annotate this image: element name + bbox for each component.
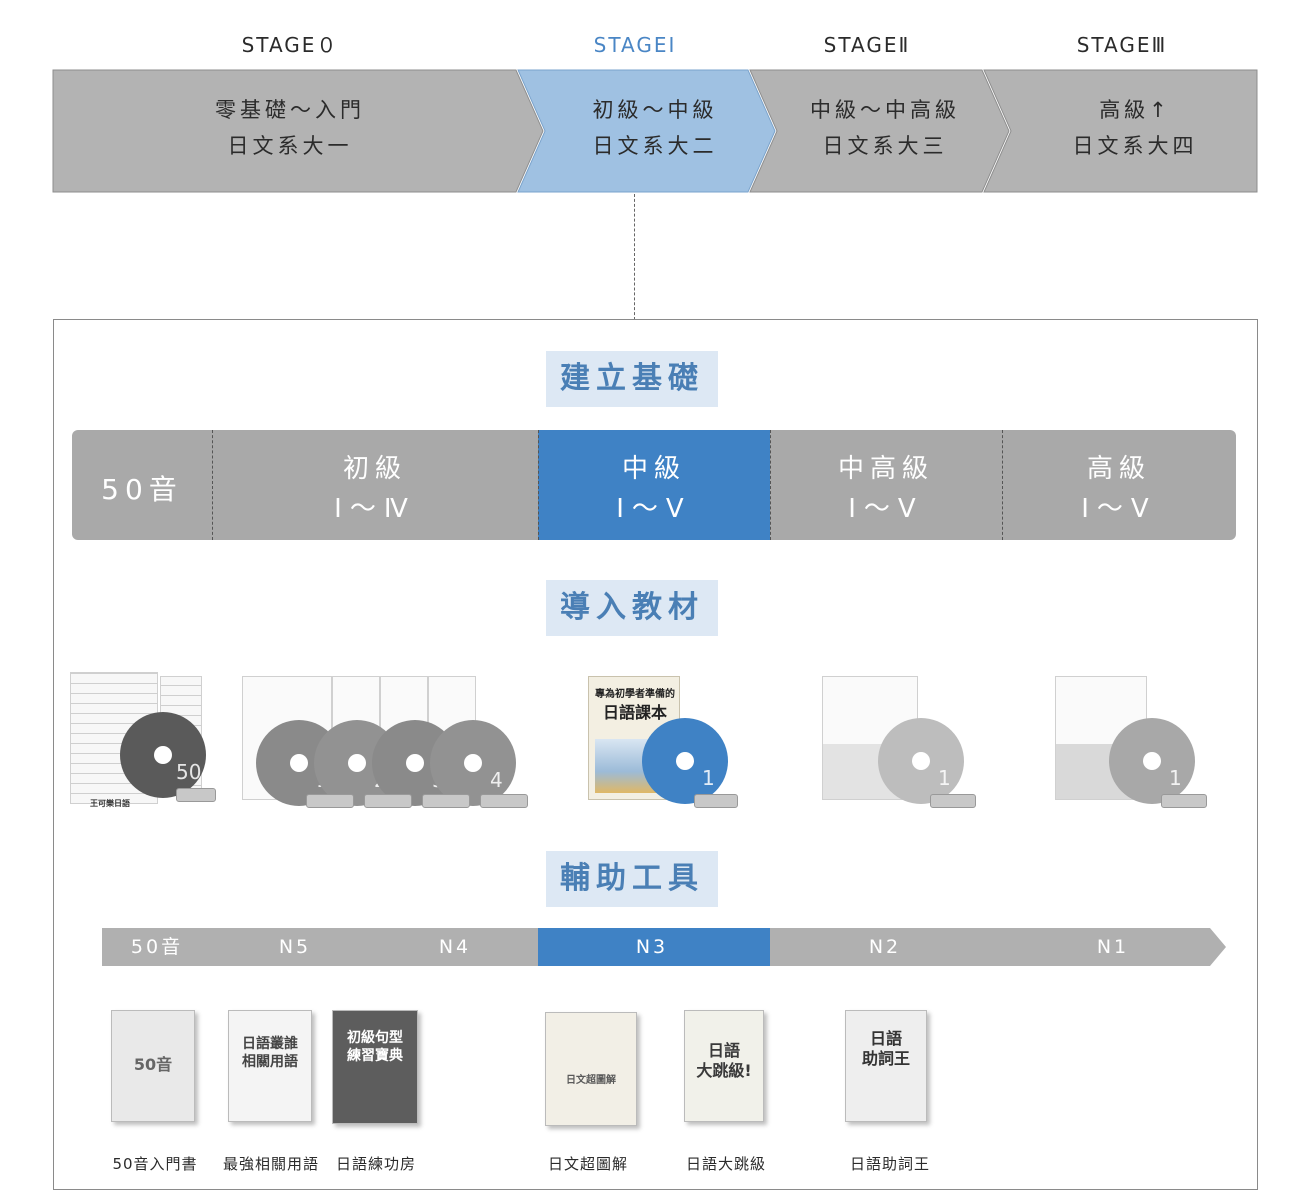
level-kana-name: 50音 bbox=[101, 473, 183, 506]
stage-arrow-1 bbox=[517, 69, 776, 193]
level-beginner: 初級 Ⅰ～Ⅳ bbox=[212, 430, 538, 540]
jlpt-label-kana: 50音 bbox=[130, 936, 184, 958]
usb-drive-icon bbox=[176, 788, 216, 802]
level-beginner-name: 初級 bbox=[342, 454, 407, 484]
book-visual-cover-text: 日文超圖解 bbox=[566, 1075, 616, 1086]
level-divider bbox=[538, 430, 539, 540]
section-title-materials: 導入教材 bbox=[546, 580, 718, 636]
stage-arrow-bar bbox=[52, 69, 1258, 193]
level-advanced-range: Ⅰ～Ⅴ bbox=[1081, 494, 1157, 524]
stage-1-line1: 初級～中級 bbox=[592, 98, 718, 122]
stage-2-text: 中級～中高級 日文系大三 bbox=[775, 92, 995, 164]
stage-1-line2: 日文系大二 bbox=[592, 134, 718, 158]
level-upper-intermediate: 中高級 Ⅰ～Ⅴ bbox=[770, 430, 1002, 540]
intermediate-disc: 1 bbox=[642, 718, 728, 804]
level-intermediate: 中級 Ⅰ～Ⅴ bbox=[538, 430, 770, 540]
stage-label-1: STAGEⅠ bbox=[593, 33, 677, 57]
material-advanced[interactable]: 1 bbox=[1055, 676, 1215, 812]
usb-drive-icon bbox=[694, 794, 738, 808]
stage-label-0: STAGE０ bbox=[241, 33, 339, 57]
stage-label-3: STAGEⅢ bbox=[1076, 33, 1168, 57]
stage-arrow-0 bbox=[52, 69, 544, 193]
book-practice-room[interactable]: 初級句型 練習寶典 bbox=[332, 1010, 418, 1124]
stage-arrow-3 bbox=[983, 69, 1258, 193]
book-caption-practice: 日語練功房 bbox=[335, 1155, 416, 1173]
section-title-tools: 輔助工具 bbox=[546, 851, 718, 907]
intermediate-book-subtitle: 專為初學者準備的 bbox=[595, 689, 675, 700]
material-intermediate[interactable]: 專為初學者準備的 日語課本 1 bbox=[588, 676, 758, 812]
book-related-terms[interactable]: 日語叢誰 相關用語 bbox=[228, 1010, 312, 1122]
stage-2-line1: 中級～中高級 bbox=[810, 98, 960, 122]
level-intermediate-name: 中級 bbox=[621, 454, 686, 484]
stage-label-2: STAGEⅡ bbox=[823, 33, 911, 57]
jlpt-label-n5: N5 bbox=[278, 936, 312, 958]
book-level-jump[interactable]: 日語 大跳級! bbox=[684, 1010, 764, 1122]
book-caption-particle: 日語助詞王 bbox=[849, 1155, 930, 1173]
beginner-disc-4: 4 bbox=[430, 720, 516, 806]
book-caption-related: 最強相關用語 bbox=[222, 1155, 319, 1173]
level-advanced-name: 高級 bbox=[1086, 454, 1151, 484]
usb-drive-icon bbox=[1161, 794, 1207, 808]
jlpt-label-n4: N4 bbox=[438, 936, 472, 958]
level-upper-name: 中高級 bbox=[837, 454, 934, 484]
book-caption-jump: 日語大跳級 bbox=[685, 1155, 766, 1173]
level-beginner-range: Ⅰ～Ⅳ bbox=[334, 494, 416, 524]
material-kana[interactable]: 50 王可樂日語 bbox=[70, 672, 216, 812]
stage-0-line1: 零基礎～入門 bbox=[215, 98, 365, 122]
book-kana-cover-text: 50音 bbox=[133, 1055, 173, 1074]
jlpt-bar-active bbox=[538, 928, 770, 966]
stage-3-line2: 日文系大四 bbox=[1072, 134, 1198, 158]
jlpt-label-n1: N1 bbox=[1096, 936, 1130, 958]
usb-drive-icon bbox=[306, 794, 354, 808]
book-particle-cover-text: 日語 助詞王 bbox=[861, 1029, 910, 1068]
level-kana: 50音 bbox=[72, 430, 212, 540]
book-practice-cover-text: 初級句型 練習寶典 bbox=[347, 1030, 403, 1064]
kana-disc: 50 bbox=[120, 712, 206, 798]
usb-drive-icon bbox=[422, 794, 470, 808]
level-divider bbox=[1002, 430, 1003, 540]
intermediate-book-title: 日語課本 bbox=[602, 703, 667, 722]
usb-drive-icon bbox=[364, 794, 412, 808]
jlpt-level-bar bbox=[102, 928, 1226, 966]
jlpt-label-n2: N2 bbox=[868, 936, 902, 958]
level-divider bbox=[212, 430, 213, 540]
advanced-disc: 1 bbox=[1109, 718, 1195, 804]
usb-drive-icon bbox=[480, 794, 528, 808]
stage-connector-line bbox=[634, 194, 635, 320]
upper-disc: 1 bbox=[878, 718, 964, 804]
book-particle-king[interactable]: 日語 助詞王 bbox=[845, 1010, 927, 1122]
level-advanced: 高級 Ⅰ～Ⅴ bbox=[1002, 430, 1236, 540]
book-kana-intro[interactable]: 50音 bbox=[111, 1010, 195, 1122]
stage-arrow-2 bbox=[749, 69, 1010, 193]
stage-2-line2: 日文系大三 bbox=[822, 134, 948, 158]
kana-book-footer: 王可樂日語 bbox=[90, 799, 130, 808]
book-caption-kana: 50音入門書 bbox=[112, 1155, 198, 1173]
stage-0-text: 零基礎～入門 日文系大一 bbox=[150, 92, 430, 164]
level-intermediate-range: Ⅰ～Ⅴ bbox=[616, 494, 692, 524]
stage-3-text: 高級↑ 日文系大四 bbox=[1025, 92, 1245, 164]
level-upper-range: Ⅰ～Ⅴ bbox=[848, 494, 924, 524]
stage-3-line1: 高級↑ bbox=[1099, 98, 1171, 122]
book-caption-visual: 日文超圖解 bbox=[547, 1155, 628, 1173]
book-jump-cover-text: 日語 大跳級! bbox=[696, 1041, 752, 1080]
level-bar: 50音 初級 Ⅰ～Ⅳ 中級 Ⅰ～Ⅴ 中高級 Ⅰ～Ⅴ 高級 Ⅰ～Ⅴ bbox=[72, 430, 1236, 540]
material-upper-intermediate[interactable]: 1 bbox=[822, 676, 982, 812]
book-visual-guide[interactable]: 日文超圖解 bbox=[545, 1012, 637, 1126]
section-title-foundation: 建立基礎 bbox=[546, 351, 718, 407]
stage-1-text: 初級～中級 日文系大二 bbox=[545, 92, 765, 164]
book-related-cover-text: 日語叢誰 相關用語 bbox=[242, 1036, 298, 1070]
jlpt-label-n3: N3 bbox=[635, 936, 669, 958]
material-beginner[interactable]: 1 2 3 4 bbox=[242, 676, 534, 812]
stage-0-line2: 日文系大一 bbox=[227, 134, 353, 158]
usb-drive-icon bbox=[930, 794, 976, 808]
level-divider bbox=[770, 430, 771, 540]
